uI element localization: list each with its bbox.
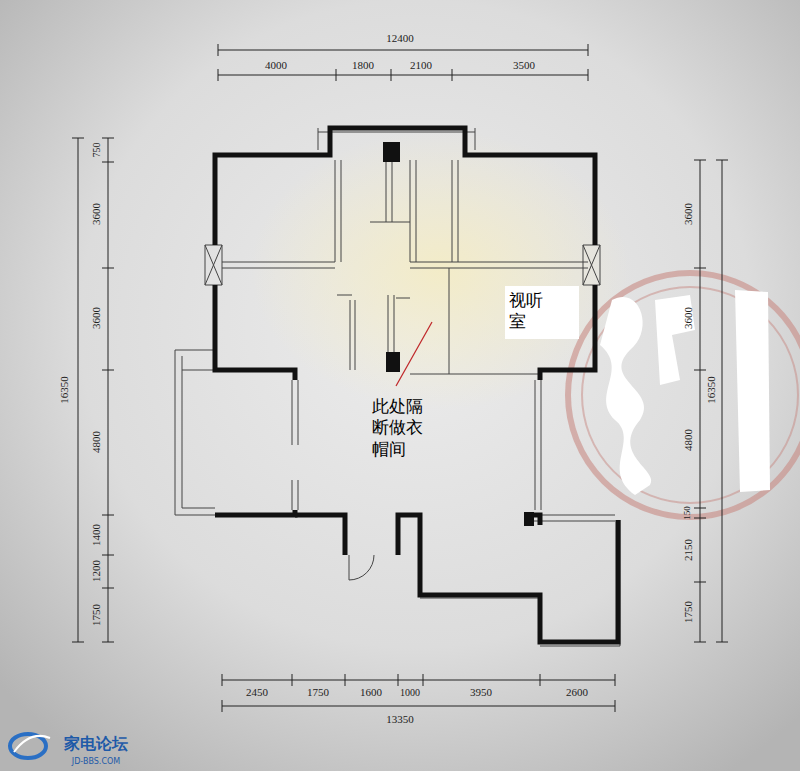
dimension-lines (72, 44, 728, 712)
room-label-box: 视听室 (505, 286, 579, 339)
wall (535, 380, 541, 510)
window (205, 245, 222, 285)
watermark-text: 家电论坛 (64, 735, 128, 753)
wall (215, 128, 595, 245)
wall (215, 510, 295, 515)
wall (295, 515, 345, 555)
dimension-text: 1600 (360, 686, 382, 698)
wall (222, 262, 588, 268)
stamp-cover (735, 290, 770, 492)
stamp-ring (568, 273, 800, 517)
stamp-cover (655, 295, 695, 385)
dimension-text: 2450 (246, 686, 268, 698)
dimension-line (694, 160, 706, 642)
dimension-text: 13350 (386, 713, 414, 725)
dimension-text: 3600 (90, 307, 102, 329)
dimension-text: 1750 (90, 604, 102, 626)
dimension-text: 2100 (410, 59, 432, 71)
dimension-text: 2150 (682, 539, 694, 561)
stamp-cover (600, 297, 651, 495)
dimension-text: 16350 (58, 376, 70, 404)
dimension-line (716, 160, 728, 642)
dimension-text: 16350 (705, 376, 717, 404)
light-glow (250, 130, 630, 410)
pillar (383, 142, 400, 162)
room-name: 视听室 (509, 290, 545, 333)
dimension-text: 3500 (513, 59, 535, 71)
dimension-text: 4800 (90, 431, 102, 453)
wall (370, 160, 410, 222)
dimension-text: 2600 (566, 686, 588, 698)
dimension-text: 1400 (90, 524, 102, 546)
dimension-line (102, 138, 114, 642)
dimension-text: 3600 (682, 307, 694, 329)
dimension-line (222, 700, 615, 712)
thick-walls (215, 128, 618, 642)
dimension-text: 4000 (265, 59, 287, 71)
dimension-text: 3600 (90, 203, 102, 225)
logo-swoosh (14, 736, 50, 752)
dimension-line (72, 138, 84, 642)
wall (420, 515, 620, 646)
pillar (524, 512, 534, 526)
watermark-text: JD-BBS.COM (72, 758, 120, 767)
dimension-text: 1750 (307, 686, 329, 698)
stamp-ring (582, 287, 798, 503)
dimension-text: 4800 (682, 429, 694, 451)
dimension-text: 12400 (386, 32, 414, 44)
note-text: 此处隔断做衣帽间 (372, 396, 425, 460)
door-swing (349, 555, 374, 580)
dimension-text: 3950 (470, 686, 492, 698)
stamp (568, 273, 800, 517)
dimension-text: 1750 (682, 601, 694, 623)
thin-walls (175, 128, 620, 646)
dimension-text: 750 (91, 143, 102, 158)
wall (292, 380, 298, 510)
logo-swoosh (10, 734, 46, 758)
dimension-text: 1000 (400, 687, 420, 698)
dimension-line (222, 674, 615, 686)
dimension-text: 1800 (352, 59, 374, 71)
dimension-text: 150 (683, 506, 693, 520)
leader-line (396, 322, 432, 386)
dimension-line (218, 44, 588, 56)
pillar (386, 352, 400, 372)
dimension-text: 3600 (682, 203, 694, 225)
watermark-logo (10, 734, 50, 758)
window (583, 245, 600, 285)
wall (335, 160, 458, 262)
balcony (175, 350, 215, 515)
wall (215, 285, 295, 380)
dimension-text: 1200 (90, 560, 102, 582)
wall (398, 515, 618, 642)
